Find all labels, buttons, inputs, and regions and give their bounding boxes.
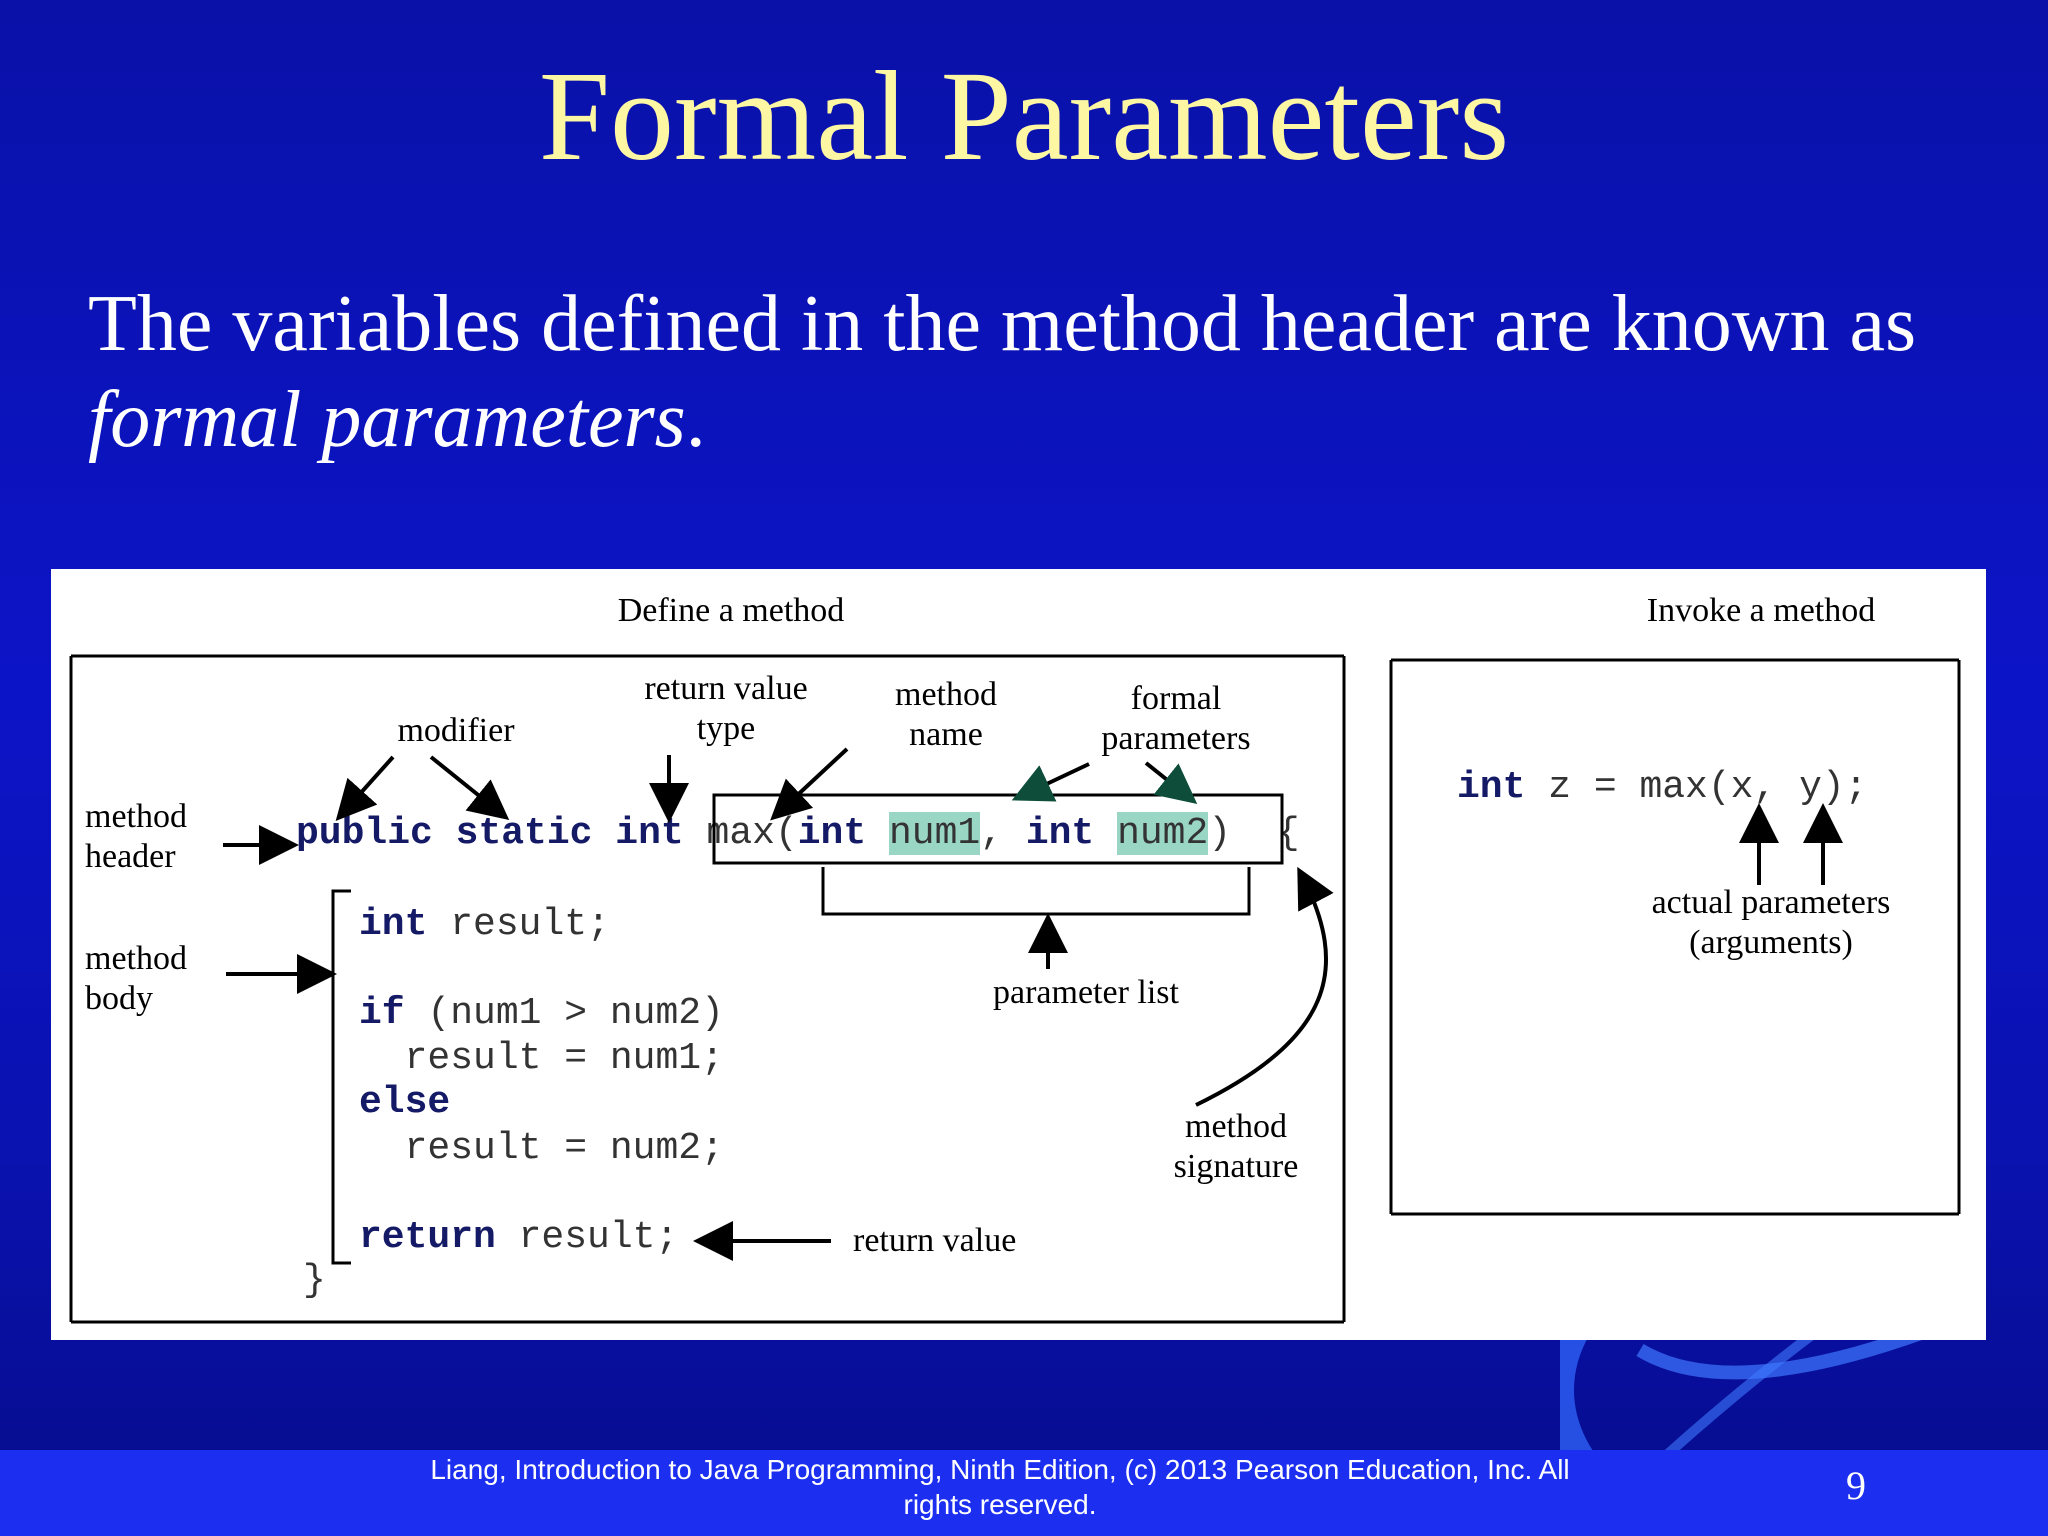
return-type-label-2: type (696, 710, 756, 747)
param1-name: num1 (888, 812, 981, 855)
actual-params-label-1: actual parameters (1651, 884, 1891, 921)
invoke-kw-int: int (1457, 766, 1526, 809)
param2-type: int (1025, 812, 1095, 855)
arrow-method-name (770, 747, 849, 821)
if-rest: (num1 > num2) (404, 992, 724, 1035)
formal-params-label-2: parameters (1101, 720, 1251, 757)
invoke-code: int z = max(x, y); (1457, 766, 1867, 810)
code-line-else: else (359, 1081, 450, 1125)
arrow-formal-num1 (1011, 762, 1090, 802)
parameter-list-label: parameter list (993, 974, 1179, 1011)
code-line-if: if (num1 > num2) (359, 992, 724, 1036)
decl-rest: result; (427, 903, 610, 946)
invoke-heading: Invoke a method (1646, 592, 1876, 629)
define-heading: Define a method (617, 592, 845, 629)
formal-params-label-1: formal (1130, 680, 1222, 717)
method-name-label-2: name (909, 716, 983, 753)
code-line-decl: int result; (359, 903, 610, 947)
return-rest: result; (495, 1216, 679, 1259)
code-open-paren: ( (774, 812, 798, 855)
kw-return: return (359, 1216, 496, 1259)
param2-name: num2 (1117, 812, 1209, 855)
signature-box (712, 793, 1284, 865)
footer-line2: rights reserved. (903, 1489, 1097, 1520)
invoke-code-rest: z = max(x, y); (1525, 766, 1868, 809)
kw-int-decl: int (359, 903, 428, 946)
arrow-formal-num2 (1144, 761, 1198, 804)
footer-band (0, 1450, 2048, 1536)
method-header-label-1: method (85, 798, 187, 835)
method-body-label-2: body (85, 980, 153, 1017)
kw-if: if (359, 992, 405, 1035)
code-comma: , (980, 812, 1004, 855)
method-signature-label-2: signature (1173, 1148, 1299, 1185)
arrow-modifier-static (429, 755, 510, 821)
code-line-return: return result; (359, 1216, 678, 1260)
slide-title: Formal Parameters (538, 45, 1510, 187)
code-close-paren: ) (1208, 812, 1232, 855)
diagram-lines (69, 654, 1961, 1324)
method-body-label-1: method (85, 940, 187, 977)
body-bracket (331, 889, 351, 1265)
define-box (69, 654, 1346, 1324)
footer-text: Liang, Introduction to Java Programming,… (400, 1452, 1600, 1522)
code-method-name: max (706, 812, 775, 855)
return-value-label: return value (853, 1222, 1017, 1259)
footer-line1: Liang, Introduction to Java Programming,… (430, 1454, 1570, 1485)
intro-emphasis: formal parameters (88, 376, 686, 464)
page-number: 9 (1846, 1463, 1866, 1508)
method-name-label-1: method (895, 676, 997, 713)
diagram-panel: Define a method Invoke a method modifier… (51, 569, 1986, 1340)
method-header-label-2: header (85, 838, 176, 875)
arrow-modifier-public (335, 755, 395, 821)
code-line-assign1: result = num1; (359, 1037, 724, 1080)
kw-else: else (359, 1081, 451, 1124)
invoke-box (1389, 658, 1961, 1216)
method-signature-label-1: method (1185, 1108, 1287, 1145)
arrow-method-signature (1195, 866, 1334, 1107)
code-close-brace: } (303, 1259, 326, 1302)
intro-text: The variables defined in the method head… (88, 276, 1988, 468)
return-type-label-1: return value (644, 670, 808, 707)
intro-end: . (685, 376, 706, 464)
code-line-assign2: result = num2; (359, 1127, 724, 1170)
param-list-bracket (821, 867, 1251, 916)
intro-main: The variables defined in the method head… (88, 280, 1917, 368)
modifier-label: modifier (397, 712, 515, 749)
actual-params-label-2: (arguments) (1689, 924, 1853, 961)
